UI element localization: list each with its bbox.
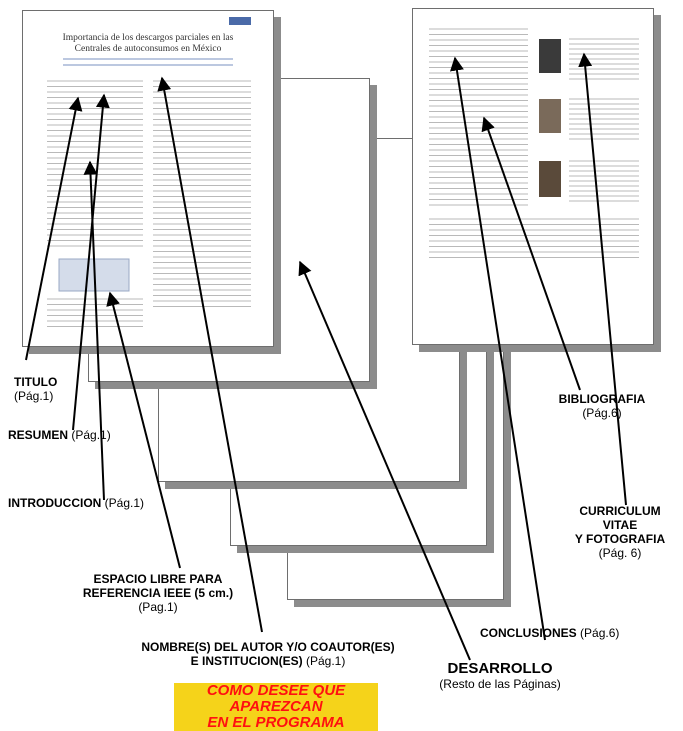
label-curriculum-line1: CURRICULUM xyxy=(579,504,661,518)
label-introduccion-main: INTRODUCCION xyxy=(8,496,102,510)
arrow-bibliografia xyxy=(481,116,581,391)
label-espacio-line2: REFERENCIA IEEE (5 cm.) xyxy=(82,586,234,600)
label-bibliografia-main: BIBLIOGRAFIA xyxy=(558,392,646,406)
highlight-line1: COMO DESEE QUE APAREZCAN xyxy=(206,682,346,715)
arrow-introduccion xyxy=(83,160,105,501)
label-conclusiones-main: CONCLUSIONES xyxy=(480,626,577,640)
author-photo-3 xyxy=(539,161,561,197)
arrow-curriculum xyxy=(578,52,627,506)
label-nombre-line1: NOMBRE(S) DEL AUTOR Y/O COAUTOR(ES) xyxy=(141,640,395,654)
label-curriculum: CURRICULUM VITAE Y FOTOGRAFIA (Pág. 6) xyxy=(560,504,680,560)
label-introduccion: INTRODUCCION (Pág.1) xyxy=(8,496,144,510)
label-bibliografia: BIBLIOGRAFIA (Pág.6) xyxy=(542,392,662,420)
label-espacio-line1: ESPACIO LIBRE PARA xyxy=(93,572,223,586)
label-titulo-main: TITULO xyxy=(14,375,58,389)
label-conclusiones: CONCLUSIONES (Pág.6) xyxy=(480,626,619,640)
label-titulo-sub: (Pág.1) xyxy=(14,389,54,403)
label-desarrollo: DESARROLLO (Resto de las Páginas) xyxy=(400,660,600,691)
label-nombre-line2: E INSTITUCION(ES) xyxy=(190,654,303,668)
highlight-note: COMO DESEE QUE APAREZCAN EN EL PROGRAMA xyxy=(174,683,378,731)
label-nombre-sub: (Pág.1) xyxy=(306,654,346,668)
label-resumen: RESUMEN (Pág.1) xyxy=(8,428,111,442)
arrow-conclusiones xyxy=(450,56,546,641)
label-curriculum-line2: VITAE xyxy=(602,518,638,532)
label-nombre: NOMBRE(S) DEL AUTOR Y/O COAUTOR(ES) E IN… xyxy=(128,640,408,668)
first-page: Importancia de los descargos parciales e… xyxy=(22,10,274,347)
author-photo-1 xyxy=(539,39,561,73)
label-desarrollo-main: DESARROLLO xyxy=(447,660,553,677)
arrow-desarrollo xyxy=(298,260,471,661)
author-photo-2 xyxy=(539,99,561,133)
last-page-text xyxy=(429,28,639,259)
conference-logo xyxy=(229,17,251,25)
arrow-espacio xyxy=(106,291,181,569)
sample-paper-title: Importancia de los descargos parciales e… xyxy=(62,33,234,54)
label-curriculum-line3: Y FOTOGRAFIA xyxy=(574,532,666,546)
label-introduccion-sub: (Pág.1) xyxy=(104,496,145,510)
label-espacio-sub: (Pag.1) xyxy=(138,600,178,614)
label-curriculum-sub: (Pág. 6) xyxy=(598,546,642,560)
label-bibliografia-sub: (Pág.6) xyxy=(582,406,622,420)
label-desarrollo-sub: (Resto de las Páginas) xyxy=(439,677,561,691)
label-titulo: TITULO (Pág.1) xyxy=(14,375,57,403)
label-conclusiones-sub: (Pág.6) xyxy=(580,626,620,640)
label-resumen-sub: (Pág.1) xyxy=(71,428,111,442)
label-resumen-main: RESUMEN xyxy=(8,428,69,442)
arrow-nombre xyxy=(157,76,263,633)
arrow-resumen xyxy=(72,93,110,431)
label-espacio: ESPACIO LIBRE PARA REFERENCIA IEEE (5 cm… xyxy=(58,572,258,614)
arrow-titulo xyxy=(25,96,83,361)
